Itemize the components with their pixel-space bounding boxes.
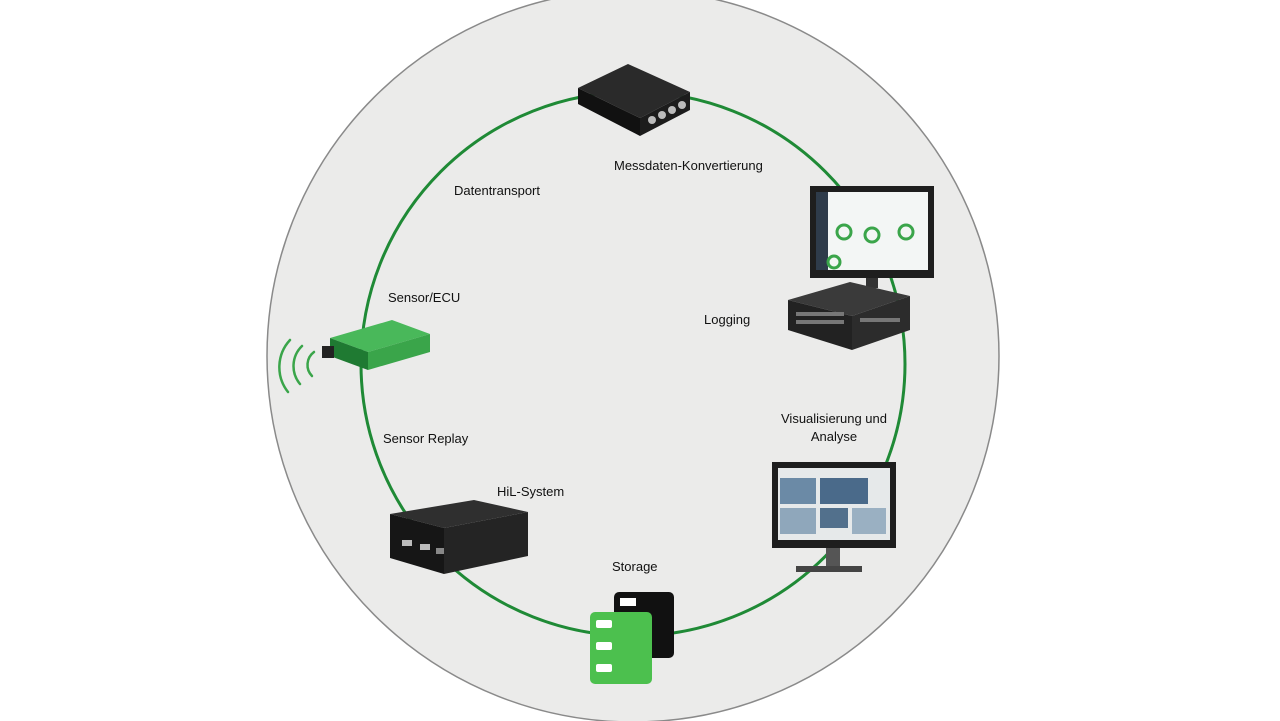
label-messdaten-konvertierung: Messdaten-Konvertierung: [614, 158, 763, 173]
label-logging: Logging: [704, 312, 751, 327]
monitor-dashboard-icon: [810, 186, 934, 288]
hil-box-icon: [390, 500, 528, 574]
storage-stack-icon: [590, 592, 674, 684]
converter-box-icon: [578, 64, 690, 136]
analysis-monitor-icon: [772, 462, 896, 572]
label-visualisierung-und: Visualisierung und: [781, 411, 887, 426]
label-sensor-replay: Sensor Replay: [383, 431, 469, 446]
label-sensor-ecu: Sensor/ECU: [388, 290, 461, 305]
label-hil-system: HiL-System: [497, 484, 565, 499]
sensor-ecu-green-icon: [322, 320, 430, 370]
label-storage: Storage: [612, 559, 658, 574]
logger-rack-icon: [788, 282, 910, 350]
wireless-signal-icon: [278, 338, 316, 394]
label-datentransport: Datentransport: [454, 183, 540, 198]
label-analyse: Analyse: [810, 429, 858, 444]
